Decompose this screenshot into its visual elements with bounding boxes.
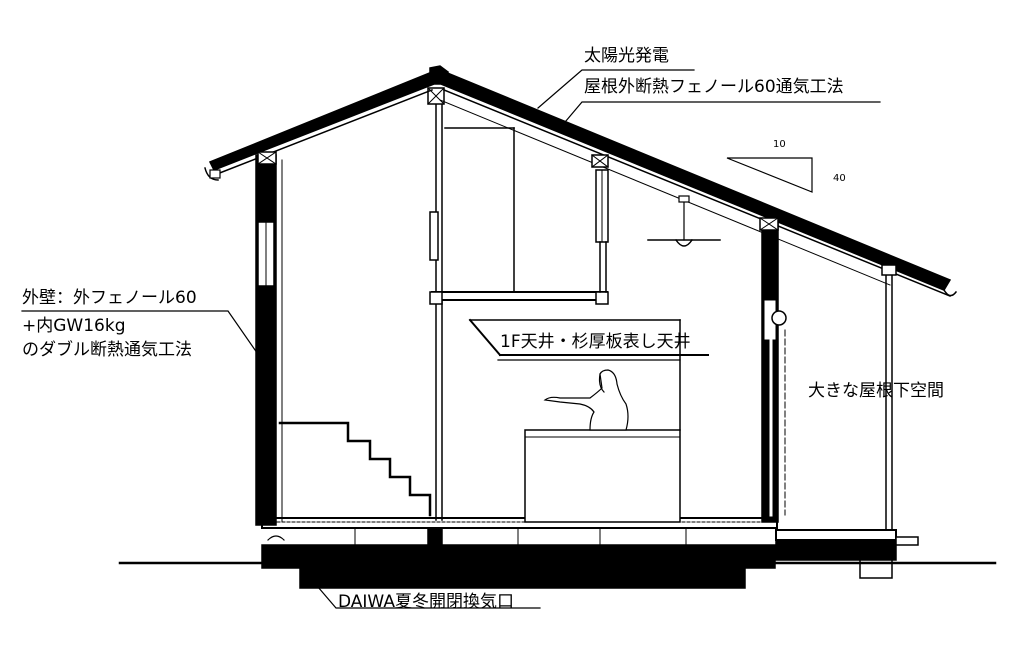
lower-vent: [267, 535, 285, 541]
solar-label: 太陽光発電: [584, 46, 669, 66]
leader-lines: [21, 69, 881, 609]
wall-label-line1: 外壁：外フェノール60: [22, 288, 197, 308]
left-wall: [255, 154, 277, 526]
slope-run-label: 40: [833, 173, 846, 184]
loft-floor: [431, 291, 608, 301]
wall-label-line3: のダブル断熱通気工法: [22, 340, 192, 360]
wall-label-line2: +内GW16kg: [22, 316, 126, 336]
floor: [261, 517, 778, 529]
stairs: [278, 421, 432, 517]
slope-rise-label: 10: [773, 139, 786, 150]
foundation: [261, 544, 776, 589]
counter: [524, 429, 681, 523]
under-roof-space-label: 大きな屋根下空間: [808, 381, 944, 401]
gutter-right: [942, 288, 958, 297]
ceiling-fan: [647, 195, 721, 247]
vent-hood-upper: [771, 310, 787, 326]
roof: [208, 65, 952, 297]
crawl-space-piers: [354, 526, 687, 553]
slope-triangle: [726, 157, 813, 193]
ceiling-label: 1F天井・杉厚板表し天井: [500, 332, 691, 352]
person-figure: [543, 369, 629, 431]
vent-label: DAIWA夏冬開閉換気口: [338, 592, 514, 612]
veranda-deck: [775, 529, 897, 541]
roof-insulation-label: 屋根外断熱フェノール60通気工法: [584, 77, 844, 97]
